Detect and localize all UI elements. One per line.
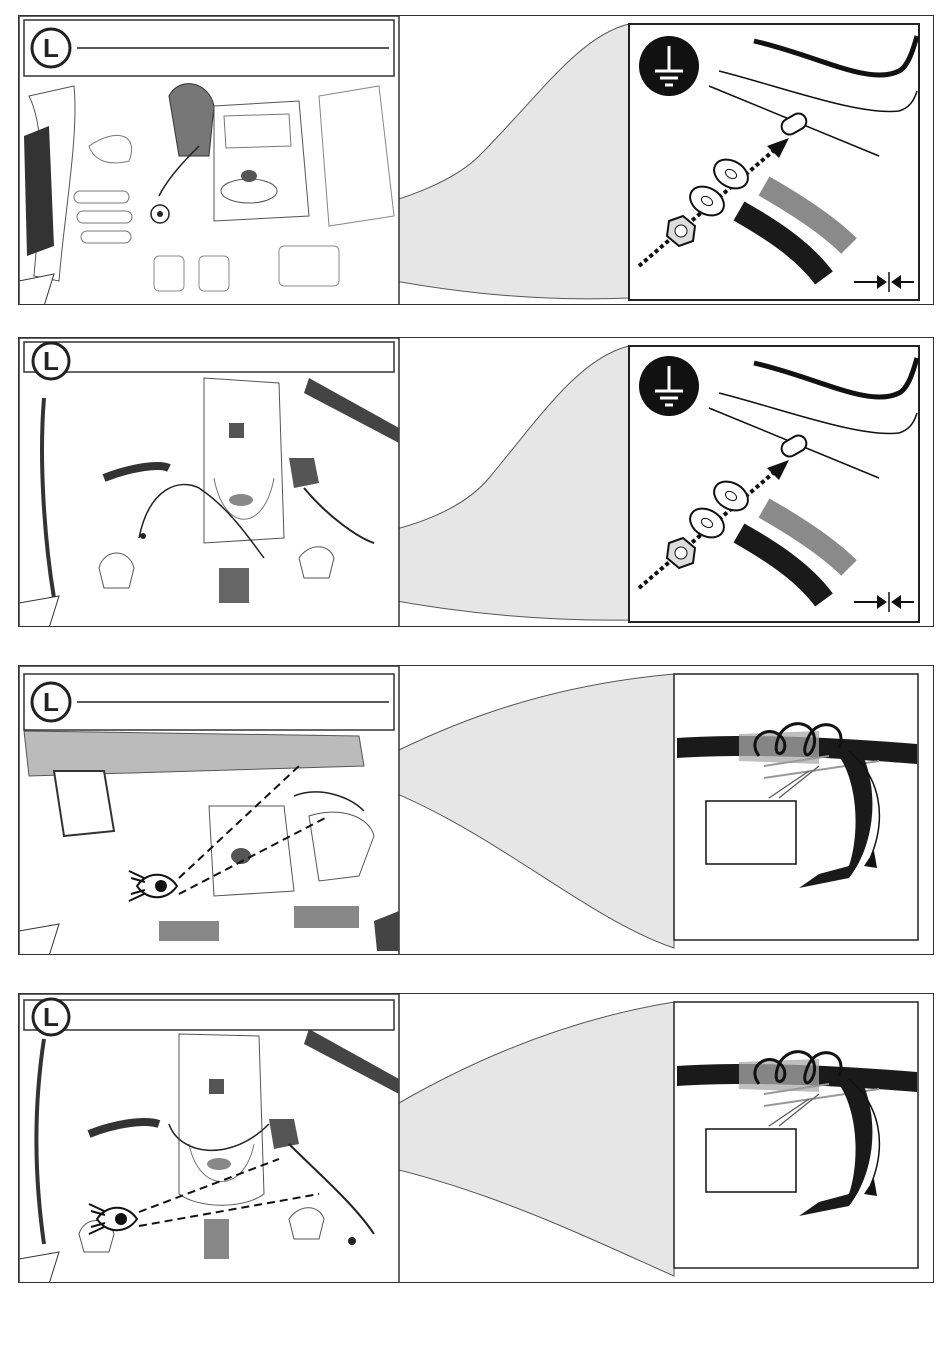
step-title-bar: L (24, 20, 394, 76)
step-badge-label: L (43, 346, 59, 376)
step-badge-label: L (43, 1002, 59, 1032)
step-panel-3: L (18, 665, 934, 955)
label-box (706, 801, 796, 864)
step-title-bar: L (24, 674, 394, 730)
step-panel-2: L (18, 337, 934, 627)
step-panel-4: L (18, 993, 934, 1283)
scene-trunk-well (19, 338, 399, 627)
scene-rear-well (19, 994, 399, 1283)
step-badge-label: L (43, 33, 59, 63)
step-title-bar: L (24, 999, 394, 1035)
label-box (706, 1129, 796, 1192)
detail-ground-connection (629, 346, 919, 622)
detail-cable-tie (674, 1002, 918, 1268)
step-panel-1: L (18, 15, 934, 305)
detail-cable-tie (674, 674, 918, 940)
step-badge-label: L (43, 687, 59, 717)
detail-ground-connection (629, 24, 919, 300)
